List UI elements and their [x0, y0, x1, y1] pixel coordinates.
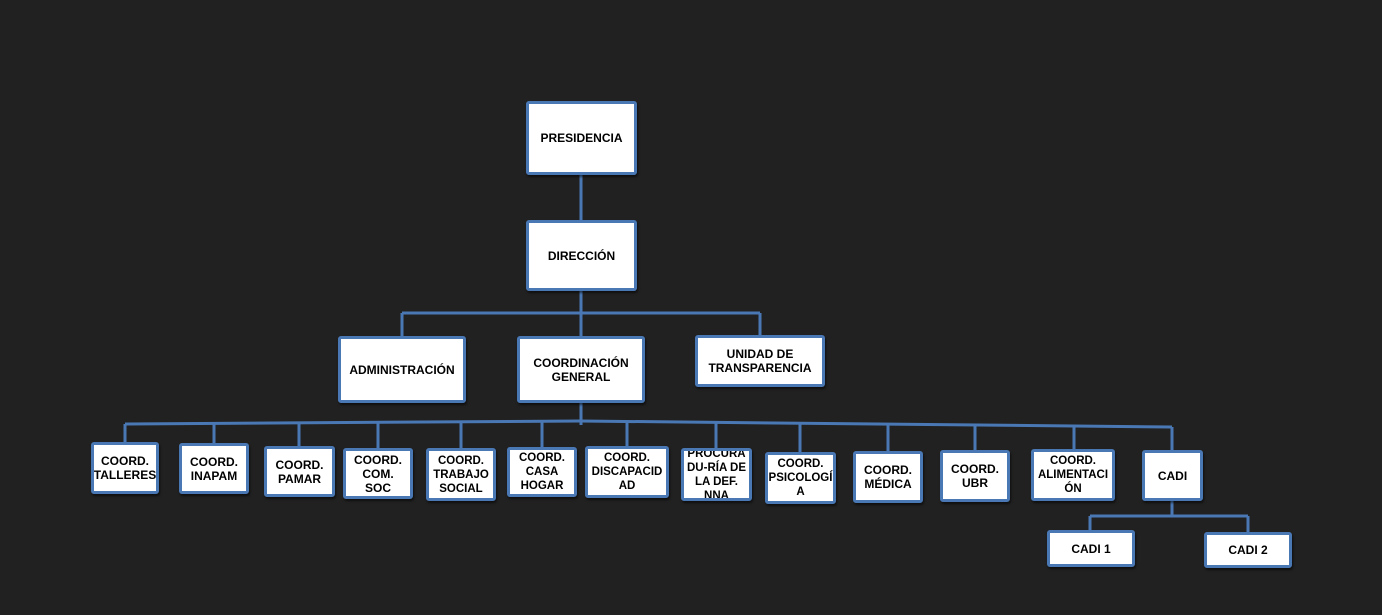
node-coord-com-soc[interactable]: COORD. COM. SOC	[343, 448, 413, 499]
node-coord-ubr[interactable]: COORD. UBR	[940, 450, 1010, 502]
node-presidencia[interactable]: PRESIDENCIA	[526, 101, 637, 175]
node-cadi-2[interactable]: CADI 2	[1204, 532, 1292, 568]
node-coord-pamar[interactable]: COORD. PAMAR	[264, 446, 335, 497]
node-direccion[interactable]: DIRECCIÓN	[526, 220, 637, 291]
node-coord-alimentacion[interactable]: COORD. ALIMENTACI ÓN	[1031, 449, 1115, 501]
node-coord-psicologia[interactable]: COORD. PSICOLOGÍ A	[765, 452, 836, 504]
node-cadi[interactable]: CADI	[1142, 450, 1203, 501]
node-unidad-transparencia[interactable]: UNIDAD DE TRANSPARENCIA	[695, 335, 825, 387]
node-cadi-1[interactable]: CADI 1	[1047, 530, 1135, 567]
node-coord-inapam[interactable]: COORD. INAPAM	[179, 443, 249, 494]
node-coord-trabajo-social[interactable]: COORD. TRABAJO SOCIAL	[426, 448, 496, 501]
node-coord-talleres[interactable]: COORD. TALLERES	[91, 442, 159, 494]
connector-coordinations-bar	[124, 419, 1173, 429]
node-administracion[interactable]: ADMINISTRACIÓN	[338, 336, 466, 403]
node-coord-discapacidad[interactable]: COORD. DISCAPACID AD	[585, 446, 669, 498]
node-coord-casa-hogar[interactable]: COORD. CASA HOGAR	[507, 447, 577, 497]
node-coordinacion-general[interactable]: COORDINACIÓN GENERAL	[517, 336, 645, 403]
node-procuraduria[interactable]: PROCURA DU-RÍA DE LA DEF. NNA	[681, 448, 752, 501]
node-coord-medica[interactable]: COORD. MÉDICA	[853, 451, 923, 503]
